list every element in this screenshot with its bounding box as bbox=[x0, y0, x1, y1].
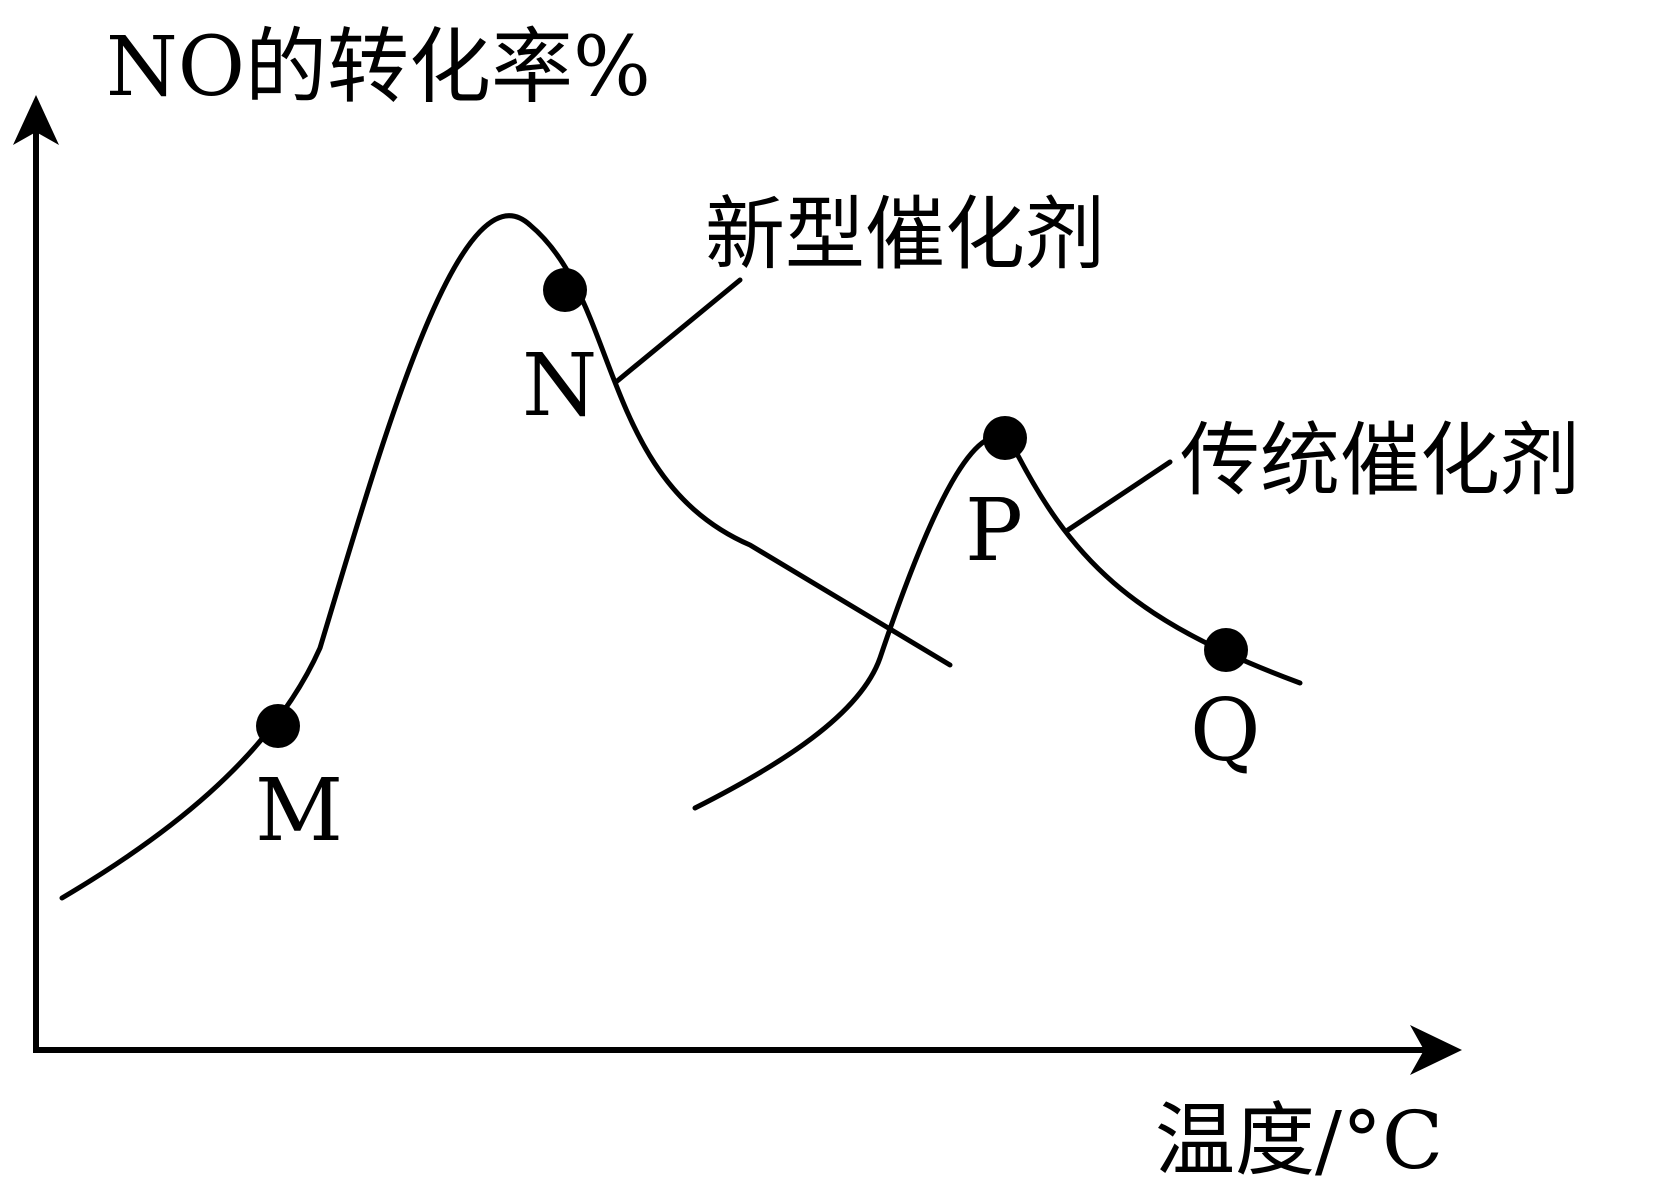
series-line-传统催化剂 bbox=[692, 433, 1303, 811]
series-label-传统催化剂: 传统催化剂 bbox=[1180, 414, 1580, 507]
leader-line-传统催化剂 bbox=[1065, 459, 1173, 533]
x-axis-arrow bbox=[1410, 1025, 1462, 1075]
point-marker-Q bbox=[1204, 628, 1248, 672]
point-label-N: N bbox=[522, 336, 597, 436]
point-marker-P bbox=[983, 416, 1027, 460]
x-axis-label: 温度/°C bbox=[1155, 1094, 1443, 1185]
point-label-Q: Q bbox=[1190, 681, 1261, 781]
axes bbox=[13, 95, 1462, 1075]
series-line-新型催化剂 bbox=[59, 213, 953, 901]
point-marker-M bbox=[256, 704, 300, 748]
series-label-新型催化剂: 新型催化剂 bbox=[705, 188, 1105, 281]
y-axis-arrow bbox=[13, 95, 59, 145]
y-axis-label: NO的转化率% bbox=[106, 20, 651, 115]
point-marker-N bbox=[543, 268, 587, 312]
leader-line-新型催化剂 bbox=[613, 277, 743, 385]
point-label-M: M bbox=[255, 761, 343, 861]
point-label-P: P bbox=[965, 481, 1023, 581]
